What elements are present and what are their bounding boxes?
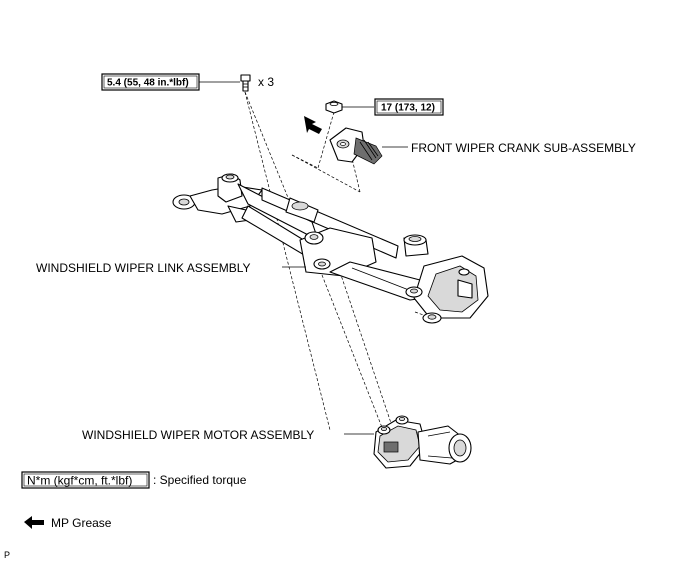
corner-mark: P <box>4 550 10 560</box>
crank-label: FRONT WIPER CRANK SUB-ASSEMBLY <box>411 141 636 155</box>
grease-label: MP Grease <box>51 516 112 530</box>
left-arrow-icon <box>24 516 44 529</box>
nut-torque-box <box>374 98 444 116</box>
nut-callout: 17 (173, 12) <box>325 98 444 116</box>
grease-arrow-icon <box>304 116 322 134</box>
windshield-wiper-motor <box>373 415 472 469</box>
torque-unit-text: N*m (kgf*cm, ft.*lbf) <box>27 474 132 488</box>
bolt-icon <box>240 74 251 92</box>
link-label: WINDSHIELD WIPER LINK ASSEMBLY <box>36 261 251 275</box>
torque-desc: : Specified torque <box>153 473 247 487</box>
bolt-torque-text: 5.4 (55, 48 in.*lbf) <box>107 78 189 89</box>
nut-icon <box>325 100 343 114</box>
windshield-wiper-link <box>172 173 489 324</box>
grease-legend: MP Grease <box>24 516 112 530</box>
torque-unit-box <box>21 471 150 489</box>
motor-label: WINDSHIELD WIPER MOTOR ASSEMBLY <box>82 428 314 442</box>
torque-legend: N*m (kgf*cm, ft.*lbf) : Specified torque <box>21 471 247 489</box>
bolt-callout: 5.4 (55, 48 in.*lbf) x 3 <box>101 73 274 92</box>
bolt-quantity: x 3 <box>258 75 274 89</box>
nut-torque-text: 17 (173, 12) <box>381 103 435 114</box>
front-wiper-crank <box>329 127 408 165</box>
